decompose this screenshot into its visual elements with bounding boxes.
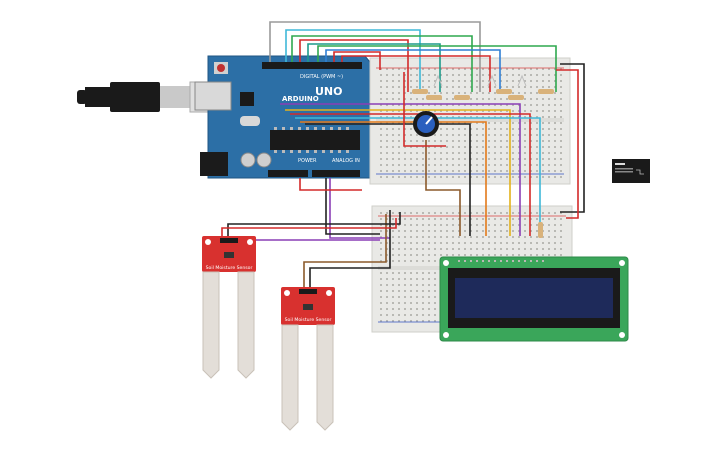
soil-sensor-2-label: Soil Moisture Sensor	[285, 317, 332, 323]
digital-label: DIGITAL (PWM ~)	[300, 74, 343, 80]
relay-module-icon	[612, 159, 650, 183]
power-label: POWER	[298, 158, 317, 164]
wires	[221, 21, 585, 290]
resistors-top	[412, 89, 554, 100]
lcd-display	[439, 256, 629, 342]
arduino-logo: ARDUINO	[282, 95, 319, 103]
arduino-uno-board: ARDUINO UNO DIGITAL (PWM ~) POWER ANALOG…	[194, 55, 371, 179]
soil-moisture-sensor-1: Soil Moisture Sensor	[202, 236, 256, 379]
arduino-model: UNO	[315, 85, 343, 98]
soil-sensor-1-label: Soil Moisture Sensor	[206, 265, 253, 271]
led-outlines	[433, 74, 527, 87]
soil-moisture-sensor-2: Soil Moisture Sensor	[281, 287, 335, 431]
analog-label: ANALOG IN	[332, 158, 360, 164]
potentiometer-icon	[413, 111, 439, 137]
resistors-bottom	[538, 222, 543, 238]
